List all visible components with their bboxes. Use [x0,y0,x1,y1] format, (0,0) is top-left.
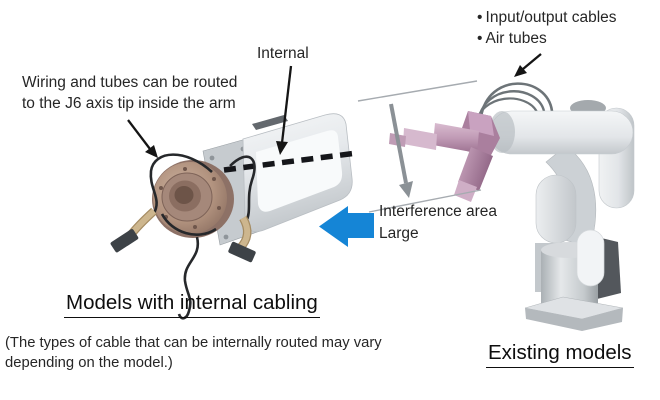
arm-panel-highlight [256,130,343,212]
internal-arrowhead-icon [276,141,288,155]
wiring-arrowhead-icon [145,145,158,158]
internal-routing-dashed-line [223,150,358,173]
interference-label: Interference area Large [379,201,497,245]
interference-line2: Large [379,225,419,242]
left-model-caption: Models with internal cabling [64,291,320,318]
screw-icon [223,234,229,240]
cables-pointer-line [522,53,542,70]
io-cables-callout: • Input/output cables • Air tubes [477,7,617,49]
comparison-left-arrow-icon [319,206,374,247]
wiring-pointer-line [127,119,151,150]
wrist-tool-assembly [389,111,500,202]
air-tubes-item: • Air tubes [477,30,547,47]
annotation-arrows [127,53,542,158]
cables-arrowhead-icon [514,65,527,77]
note-line2: depending on the model.) [5,355,173,371]
internal-pointer-line [280,65,293,144]
screw-icon [209,155,215,161]
measure-arrow-shaft [389,103,408,184]
existing-model-robot-illustration [389,82,635,331]
interference-line1: Interference area [379,203,498,220]
cable-connector [110,229,139,253]
wiring-callout-line2: to the J6 axis tip inside the arm [22,95,236,112]
internal-cabling-arm-illustration [110,113,358,320]
robot-inner-link [535,174,577,244]
measure-arrowhead-icon [399,181,413,198]
routed-wires [149,153,256,320]
j6-axis-flange [152,160,234,238]
right-model-caption: Existing models [486,341,634,368]
routed-tubes [110,207,256,263]
cable-types-note: (The types of cable that can be internal… [5,333,382,373]
internal-label: Internal [257,45,309,62]
io-cables-item: • Input/output cables [477,9,617,26]
note-line1: (The types of cable that can be internal… [5,335,382,351]
arm-top-notch [252,115,288,130]
robot-front-cover [576,229,605,287]
cable-connector [228,241,256,263]
wiring-callout: Wiring and tubes can be routed to the J6… [22,72,237,114]
interference-area-indicator [357,80,482,213]
wiring-callout-line1: Wiring and tubes can be routed [22,74,238,91]
base-plate-front [525,308,623,331]
